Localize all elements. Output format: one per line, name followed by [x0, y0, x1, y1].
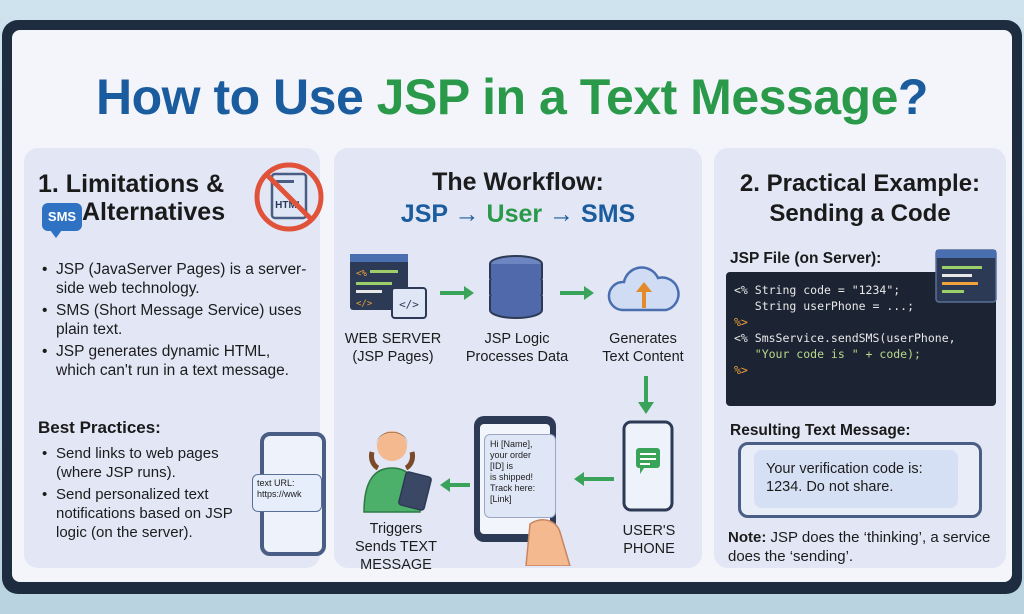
label-line: Generates [609, 331, 677, 347]
list-item: JSP generates dynamic HTML, which can't … [40, 342, 310, 380]
panel3-heading-line1: 2. Practical Example: [739, 170, 981, 197]
bubble-line: [ID] is [490, 461, 514, 471]
code-line: <% String code = "1234"; [734, 283, 901, 297]
note-text: Note: JSP does the ‘thinking’, a service… [728, 528, 998, 566]
label-line: Sends TEXT [355, 539, 437, 555]
result-message-bubble: Your verification code is: 1234. Do not … [754, 450, 958, 508]
best-practices-list: Send links to web pages (where JSP runs)… [40, 444, 250, 545]
title-part1: How to Use [96, 69, 377, 125]
bubble-line: https://wwk [257, 489, 302, 499]
arrow-left-icon [440, 478, 470, 492]
title-part3: ? [897, 69, 929, 125]
wf-arrow: → [447, 200, 487, 228]
arrow-down-icon [638, 376, 654, 414]
bubble-line: Hi [Name], [490, 439, 533, 449]
sms-badge-icon: SMS [42, 203, 82, 238]
wf-user: User [486, 200, 543, 228]
code-line: %> [734, 315, 748, 329]
code-line: String userPhone = ...; [734, 299, 915, 313]
workflow-title: The Workflow: [432, 168, 604, 196]
jsp-file-label: JSP File (on Server): [730, 250, 882, 267]
code-token-end: </> [356, 299, 373, 309]
wf-arrow: → [542, 200, 582, 228]
note-bold: Note: [728, 529, 767, 546]
code-line: "Your code is " + code); [734, 347, 921, 361]
svg-text:</>: </> [399, 298, 419, 311]
generates-label: Generates Text Content [588, 330, 698, 366]
shipping-message-bubble: Hi [Name], your order [ID] is is shipped… [484, 434, 556, 518]
label-line: Text Content [602, 349, 684, 365]
bubble-line: [Link] [490, 494, 512, 504]
label-line: MESSAGE [360, 557, 432, 573]
panel1-heading-line1: 1. Limitations & [38, 170, 225, 198]
result-label: Resulting Text Message: [730, 422, 911, 439]
database-icon [489, 255, 543, 319]
list-item: Send personalized text notifications bas… [40, 485, 250, 542]
person-with-tablet-icon [363, 431, 432, 513]
bubble-line: is shipped! [490, 472, 534, 482]
label-line: (JSP Pages) [352, 349, 434, 365]
list-item: SMS (Short Message Service) uses plain t… [40, 301, 310, 339]
panel3-heading-line2: Sending a Code [769, 200, 951, 227]
title-part2: JSP in a Text Message [376, 69, 899, 125]
label-line: Triggers [369, 521, 423, 537]
example-panel: 2. Practical Example: Sending a Code JSP… [714, 148, 1006, 568]
limitations-panel: 1. Limitations & SMS Alternatives HTML J… [24, 148, 326, 568]
workflow-subtitle: JSP → User → SMS [334, 200, 702, 229]
web-server-icon: <% </> </> [350, 254, 427, 319]
arrow-left-icon [574, 472, 614, 486]
wf-sms: SMS [581, 200, 636, 228]
code-token: <% [356, 269, 367, 279]
workflow-panel: The Workflow: JSP → User → SMS <% </> </… [334, 148, 702, 573]
code-line: %> [734, 363, 748, 377]
code-window-icon [935, 249, 997, 303]
wf-jsp: JSP [400, 200, 448, 228]
list-item: Send links to web pages (where JSP runs)… [40, 444, 250, 482]
bubble-line: Track here: [490, 483, 536, 493]
jsp-logic-label: JSP Logic Processes Data [460, 330, 574, 366]
panel1-heading-line2: Alternatives [82, 198, 226, 226]
best-practices-title: Best Practices: [38, 418, 161, 437]
no-html-icon: HTML [254, 162, 324, 232]
users-phone-icon [622, 420, 674, 512]
label-line: Processes Data [465, 349, 569, 365]
device-frame: How to Use JSP in a Text Message? 1. Lim… [2, 20, 1022, 594]
label-line: WEB SERVER [344, 331, 442, 347]
users-phone-label: USER'S PHONE [604, 522, 694, 558]
note-body: JSP does the ‘thinking’, a service does … [728, 529, 991, 565]
triggers-label: Triggers Sends TEXT MESSAGE [348, 520, 444, 574]
arrow-right-icon [560, 286, 594, 300]
code-line: <% SmsService.sendSMS(userPhone, [734, 331, 956, 345]
arrow-right-icon [440, 286, 474, 300]
label-line: PHONE [623, 541, 675, 557]
no-html-icon-label: HTML [275, 200, 303, 211]
page-title: How to Use JSP in a Text Message? [12, 68, 1012, 126]
bubble-line: your order [490, 450, 532, 460]
web-server-label: WEB SERVER (JSP Pages) [338, 330, 448, 366]
label-line: JSP Logic [484, 331, 550, 347]
list-item: JSP (JavaServer Pages) is a server-side … [40, 260, 310, 298]
label-line: USER'S [622, 523, 676, 539]
cloud-upload-icon [607, 266, 680, 312]
bubble-line: text URL: [257, 478, 295, 488]
infographic-screen: How to Use JSP in a Text Message? 1. Lim… [12, 30, 1012, 582]
limitations-list: JSP (JavaServer Pages) is a server-side … [40, 260, 310, 383]
text-url-bubble: text URL: https://wwk [252, 474, 322, 512]
